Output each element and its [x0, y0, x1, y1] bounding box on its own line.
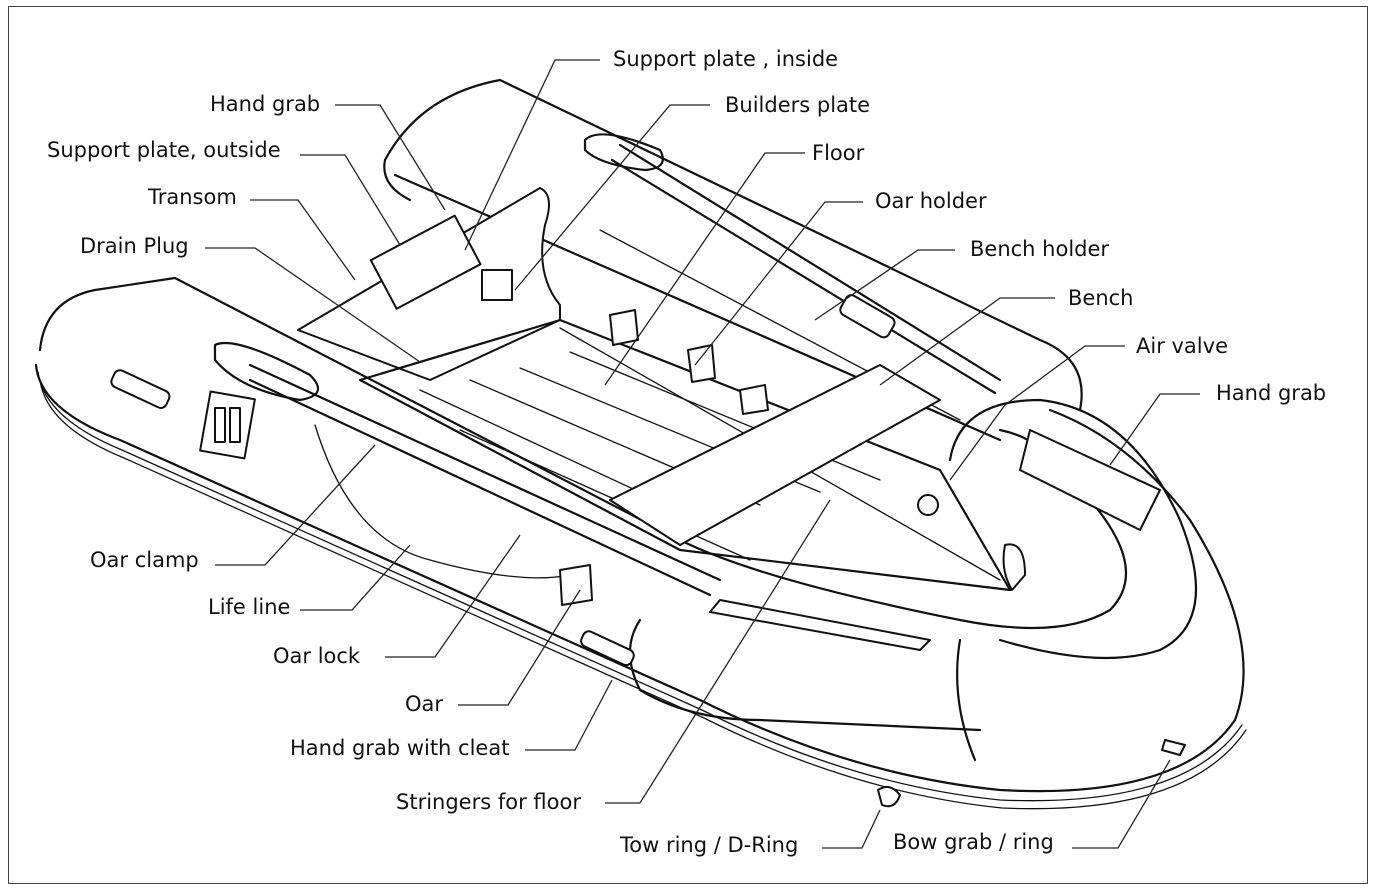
label-life-line: Life line	[208, 595, 291, 619]
label-builders-plate: Builders plate	[725, 93, 871, 117]
label-drain-plug: Drain Plug	[80, 234, 189, 258]
label-air-valve: Air valve	[1136, 334, 1228, 358]
label-oar-clamp: Oar clamp	[90, 548, 199, 572]
boat-outline	[34, 78, 1247, 810]
leader-lines	[205, 59, 1200, 849]
label-hand-grab-with-cleat: Hand grab with cleat	[290, 736, 510, 760]
label-tow-ring: Tow ring / D-Ring	[620, 833, 799, 857]
label-oar-holder: Oar holder	[875, 189, 987, 213]
label-stringers-for-floor: Stringers for floor	[396, 790, 581, 814]
label-hand-grab-bow: Hand grab	[1216, 381, 1327, 405]
label-support-plate-inside: Support plate , inside	[613, 47, 839, 71]
label-support-plate-outside: Support plate, outside	[47, 138, 281, 162]
label-bench: Bench	[1068, 286, 1134, 310]
label-bench-holder: Bench holder	[970, 237, 1110, 261]
diagram-frame	[8, 6, 1368, 884]
label-bow-grab: Bow grab / ring	[893, 830, 1054, 854]
label-oar: Oar	[405, 692, 444, 716]
label-hand-grab-stern: Hand grab	[210, 92, 321, 116]
label-oar-lock: Oar lock	[273, 644, 361, 668]
label-transom: Transom	[148, 185, 237, 209]
label-floor: Floor	[812, 141, 865, 165]
